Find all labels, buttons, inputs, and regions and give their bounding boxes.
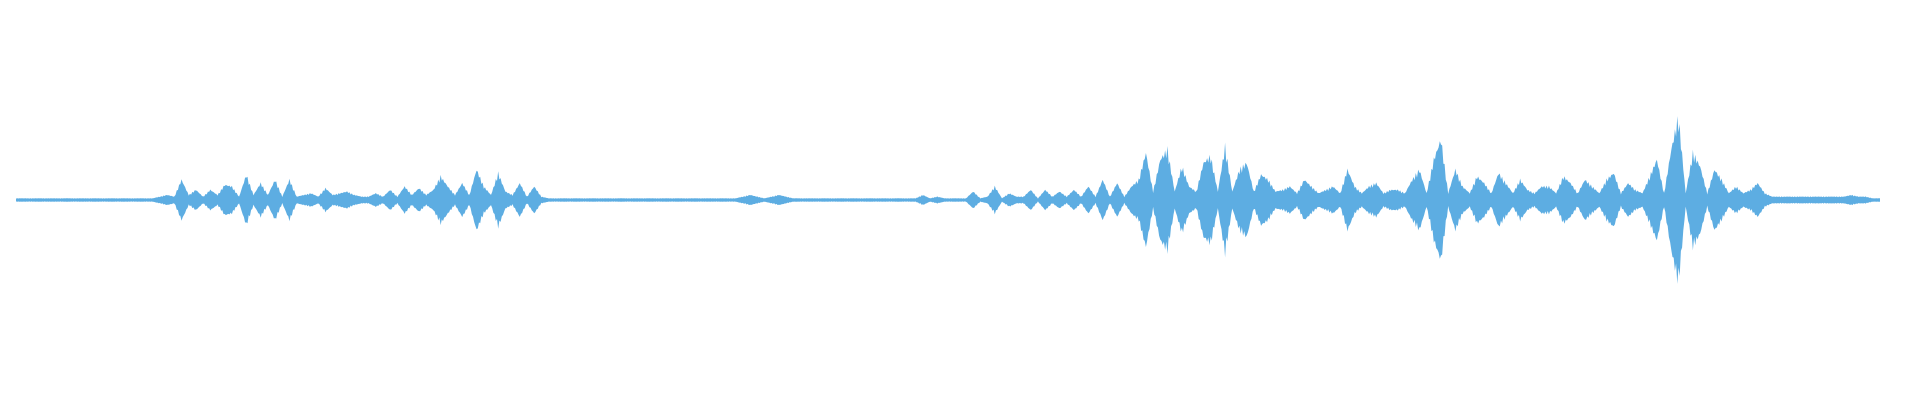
waveform-shape [16,116,1880,284]
